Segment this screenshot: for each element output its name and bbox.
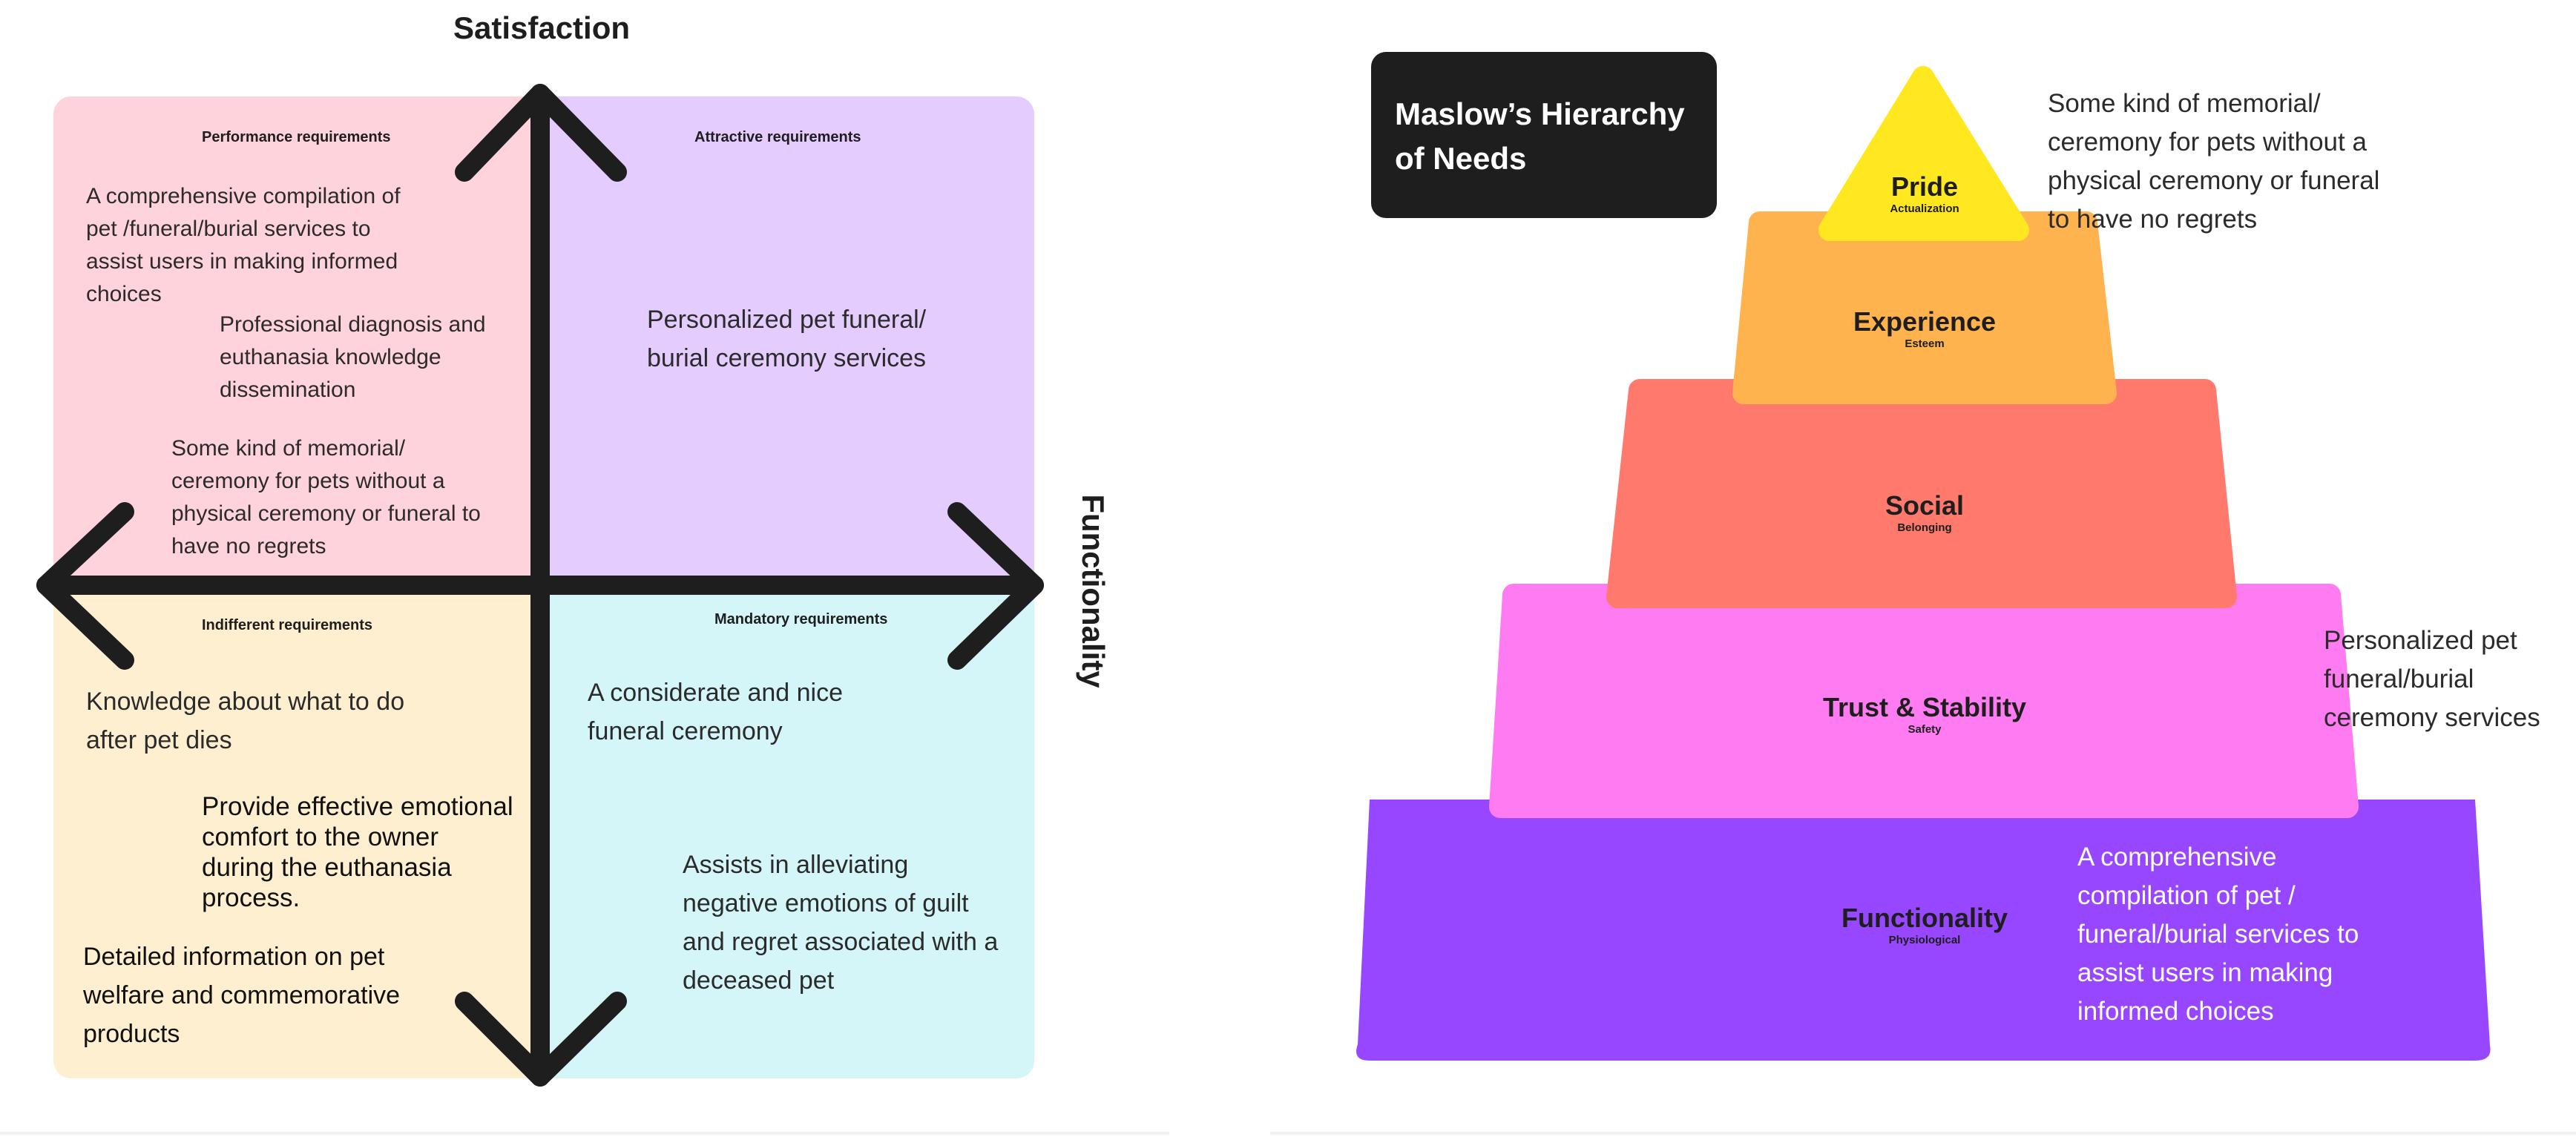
tier-sub-functionality: Physiological — [1888, 934, 1961, 946]
arrowhead-down — [455, 992, 627, 1087]
tier-functionality — [1356, 800, 2491, 1061]
note-indifferent-2: Provide effective emotional comfort to t… — [202, 792, 513, 912]
frame-edge-left — [0, 1132, 1169, 1135]
note-performance-2: Professional diagnosis and euthanasia kn… — [220, 312, 486, 402]
tier-sub-experience: Esteem — [1905, 337, 1945, 350]
quadrant-title-attractive: Attractive requirements — [694, 129, 861, 145]
frame-edge-right — [1270, 1132, 2576, 1135]
note-performance-3: Some kind of memorial/ ceremony for pets… — [171, 436, 481, 558]
note-attractive-1: Personalized pet funeral/ burial ceremon… — [647, 306, 927, 372]
arrowhead-right — [947, 502, 1044, 670]
arrowhead-left — [36, 502, 134, 670]
tier-label-pride: Pride Actualization — [1813, 172, 2036, 217]
note-mandatory-1: A considerate and nice funeral ceremony — [588, 679, 844, 745]
tier-sub-trust: Safety — [1908, 723, 1942, 736]
axis-label-satisfaction: Satisfaction — [453, 10, 631, 45]
tier-name-trust: Trust & Stability — [1822, 692, 2027, 722]
maslow-title: Maslow’s Hierarchy of Needs — [1371, 52, 1717, 218]
tier-label-experience: Experience Esteem — [1813, 307, 2036, 352]
tier-name-experience: Experience — [1853, 306, 1997, 337]
note-trust: Personalized pet funeral/burial ceremony… — [2324, 626, 2540, 732]
arrowhead-up — [455, 84, 627, 182]
note-indifferent-3: Detailed information on pet welfare and … — [83, 943, 401, 1048]
note-mandatory-2: Assists in alleviating negative emotions… — [683, 851, 999, 995]
tier-label-social: Social Belonging — [1813, 491, 2036, 535]
quadrant-title-mandatory: Mandatory requirements — [714, 611, 888, 627]
note-functionality: A comprehensive compilation of pet / fun… — [2077, 843, 2359, 1026]
quadrant-title-indifferent: Indifferent requirements — [202, 617, 373, 633]
note-pride: Some kind of memorial/ ceremony for pets… — [2048, 89, 2380, 234]
tier-pride — [1818, 66, 2029, 241]
tier-label-trust: Trust & Stability Safety — [1776, 693, 2073, 737]
quadrant-title-performance: Performance requirements — [202, 129, 391, 145]
tier-name-pride: Pride — [1890, 171, 1959, 202]
tier-sub-social: Belonging — [1897, 521, 1952, 534]
tier-name-functionality: Functionality — [1841, 903, 2008, 933]
tier-name-social: Social — [1885, 490, 1965, 521]
kano-axes — [36, 84, 1044, 1087]
note-performance-1: A comprehensive compilation of pet /fune… — [86, 184, 401, 306]
tier-sub-pride: Actualization — [1890, 202, 1959, 215]
note-indifferent-1: Knowledge about what to do after pet die… — [86, 688, 405, 754]
tier-label-functionality: Functionality Physiological — [1776, 903, 2073, 948]
